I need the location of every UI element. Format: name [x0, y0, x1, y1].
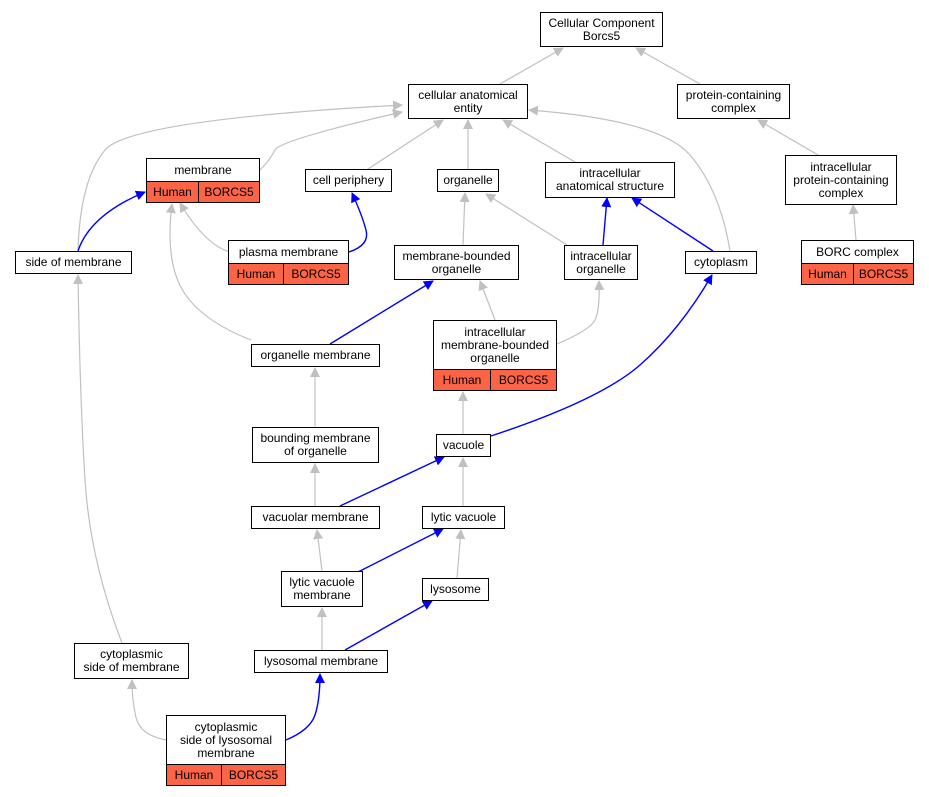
annotation-gene: BORCS5: [498, 372, 549, 387]
node-label: intracellular protein-containing complex: [793, 159, 889, 200]
edge-cellp-to-cae: [367, 119, 444, 170]
edge-pm-to-membrane: [179, 202, 231, 253]
node-lvm[interactable]: lytic vacuole membrane: [281, 571, 363, 607]
node-imbo[interactable]: intracellular membrane-bounded organelle…: [433, 320, 557, 391]
node-label: bounding membrane of organelle: [260, 431, 371, 458]
edge-borc-to-ipcc: [848, 204, 859, 241]
node-root[interactable]: Cellular Component Borcs5: [540, 12, 663, 47]
node-ias[interactable]: intracellular anatomical structure: [545, 162, 675, 198]
node-label: cell periphery: [312, 173, 385, 187]
edge-lvm-to-lv: [357, 528, 444, 573]
node-label: lytic vacuole: [430, 510, 497, 524]
edge-mbo-to-organelle: [459, 192, 470, 246]
annotation-species: Human: [434, 370, 491, 390]
annotation-row: Human BORCS5: [802, 263, 913, 284]
annotation-gene: BORCS5: [291, 266, 341, 281]
node-label: BORC complex: [816, 244, 899, 259]
node-label: Cellular Component Borcs5: [548, 15, 655, 43]
edge-som-to-membrane: [77, 190, 146, 252]
annotation-species: Human: [147, 182, 199, 202]
edge-cslm-to-lm: [285, 673, 325, 741]
edge-cyto-to-ias: [631, 197, 714, 252]
edge-som-to-cae: [77, 100, 403, 252]
node-io[interactable]: intracellular organelle: [564, 245, 638, 280]
node-label: membrane-bounded organelle: [402, 248, 511, 276]
node-label: intracellular membrane-bounded organelle: [440, 324, 550, 365]
node-lys[interactable]: lysosome: [422, 578, 489, 601]
edge-lvm-to-vm: [313, 529, 324, 572]
edge-io-to-organelle: [485, 193, 568, 246]
node-vm[interactable]: vacuolar membrane: [251, 506, 380, 529]
annotation-gene: BORCS5: [228, 767, 279, 782]
node-label: vacuole: [442, 438, 485, 452]
node-om[interactable]: organelle membrane: [251, 344, 380, 367]
node-som[interactable]: side of membrane: [15, 251, 132, 274]
annotation-gene: BORCS5: [204, 184, 254, 199]
node-label: side of membrane: [25, 255, 122, 269]
node-label: lysosomal membrane: [263, 654, 379, 668]
node-label: lytic vacuole membrane: [289, 575, 355, 602]
edge-cslm-to-csm: [127, 679, 167, 741]
node-cae[interactable]: cellular anatomical entity: [408, 84, 528, 119]
annotation-row: Human BORCS5: [229, 263, 348, 284]
annotation-gene: BORCS5: [858, 266, 909, 281]
node-mbo[interactable]: membrane-bounded organelle: [394, 245, 519, 280]
node-label: cellular anatomical entity: [418, 87, 518, 115]
node-organelle[interactable]: organelle: [437, 169, 499, 192]
annotation-species: Human: [167, 765, 222, 785]
edge-imbo-to-io: [556, 280, 605, 345]
node-pcc[interactable]: protein-containing complex: [677, 84, 790, 119]
annotation-row: Human BORCS5: [167, 764, 285, 785]
edge-csm-to-som: [73, 274, 123, 644]
edge-ipcc-to-pcc: [757, 119, 819, 156]
node-label: lysosome: [430, 582, 481, 596]
edge-vac-to-cyto: [490, 274, 713, 437]
annotation-species: Human: [802, 264, 854, 284]
node-cellp[interactable]: cell periphery: [305, 169, 392, 192]
annotation-row: Human BORCS5: [434, 369, 556, 390]
node-label: intracellular anatomical structure: [555, 166, 665, 193]
edge-imbo-to-mbo: [478, 280, 496, 321]
edge-io-to-ias: [601, 197, 612, 246]
node-label: membrane: [174, 162, 232, 177]
node-lm[interactable]: lysosomal membrane: [254, 650, 388, 673]
annotation-species: Human: [229, 264, 284, 284]
node-bmo[interactable]: bounding membrane of organelle: [252, 427, 379, 463]
node-csm[interactable]: cytoplasmic side of membrane: [74, 643, 189, 679]
edge-lys-to-lv: [455, 529, 466, 579]
edge-cae-to-root: [499, 47, 564, 85]
node-lv[interactable]: lytic vacuole: [422, 506, 505, 529]
node-cyto[interactable]: cytoplasm: [685, 251, 757, 274]
node-label: intracellular organelle: [570, 248, 632, 276]
edge-om-to-mbo: [329, 280, 434, 345]
node-label: protein-containing complex: [685, 87, 782, 115]
node-label: vacuolar membrane: [262, 510, 369, 524]
edge-lm-to-lys: [344, 600, 433, 651]
edge-vm-to-vac: [339, 456, 445, 507]
node-label: plasma membrane: [238, 244, 339, 259]
node-label: cytoplasmic side of membrane: [83, 647, 180, 674]
node-vac[interactable]: vacuole: [436, 434, 491, 457]
node-label: cytoplasmic side of lysosomal membrane: [179, 719, 273, 760]
node-label: organelle: [443, 173, 493, 187]
edge-om-to-membrane: [165, 203, 252, 341]
edge-pm-to-cellp: [348, 192, 368, 253]
edge-membrane-to-cae: [259, 109, 403, 171]
edge-ias-to-cae: [502, 119, 576, 163]
node-ipcc[interactable]: intracellular protein-containing complex: [785, 155, 897, 205]
edge-cyto-to-cae: [528, 105, 731, 252]
edge-pcc-to-root: [635, 47, 701, 85]
node-label: organelle membrane: [260, 348, 371, 362]
node-label: cytoplasm: [693, 255, 749, 269]
annotation-row: Human BORCS5: [147, 181, 259, 202]
